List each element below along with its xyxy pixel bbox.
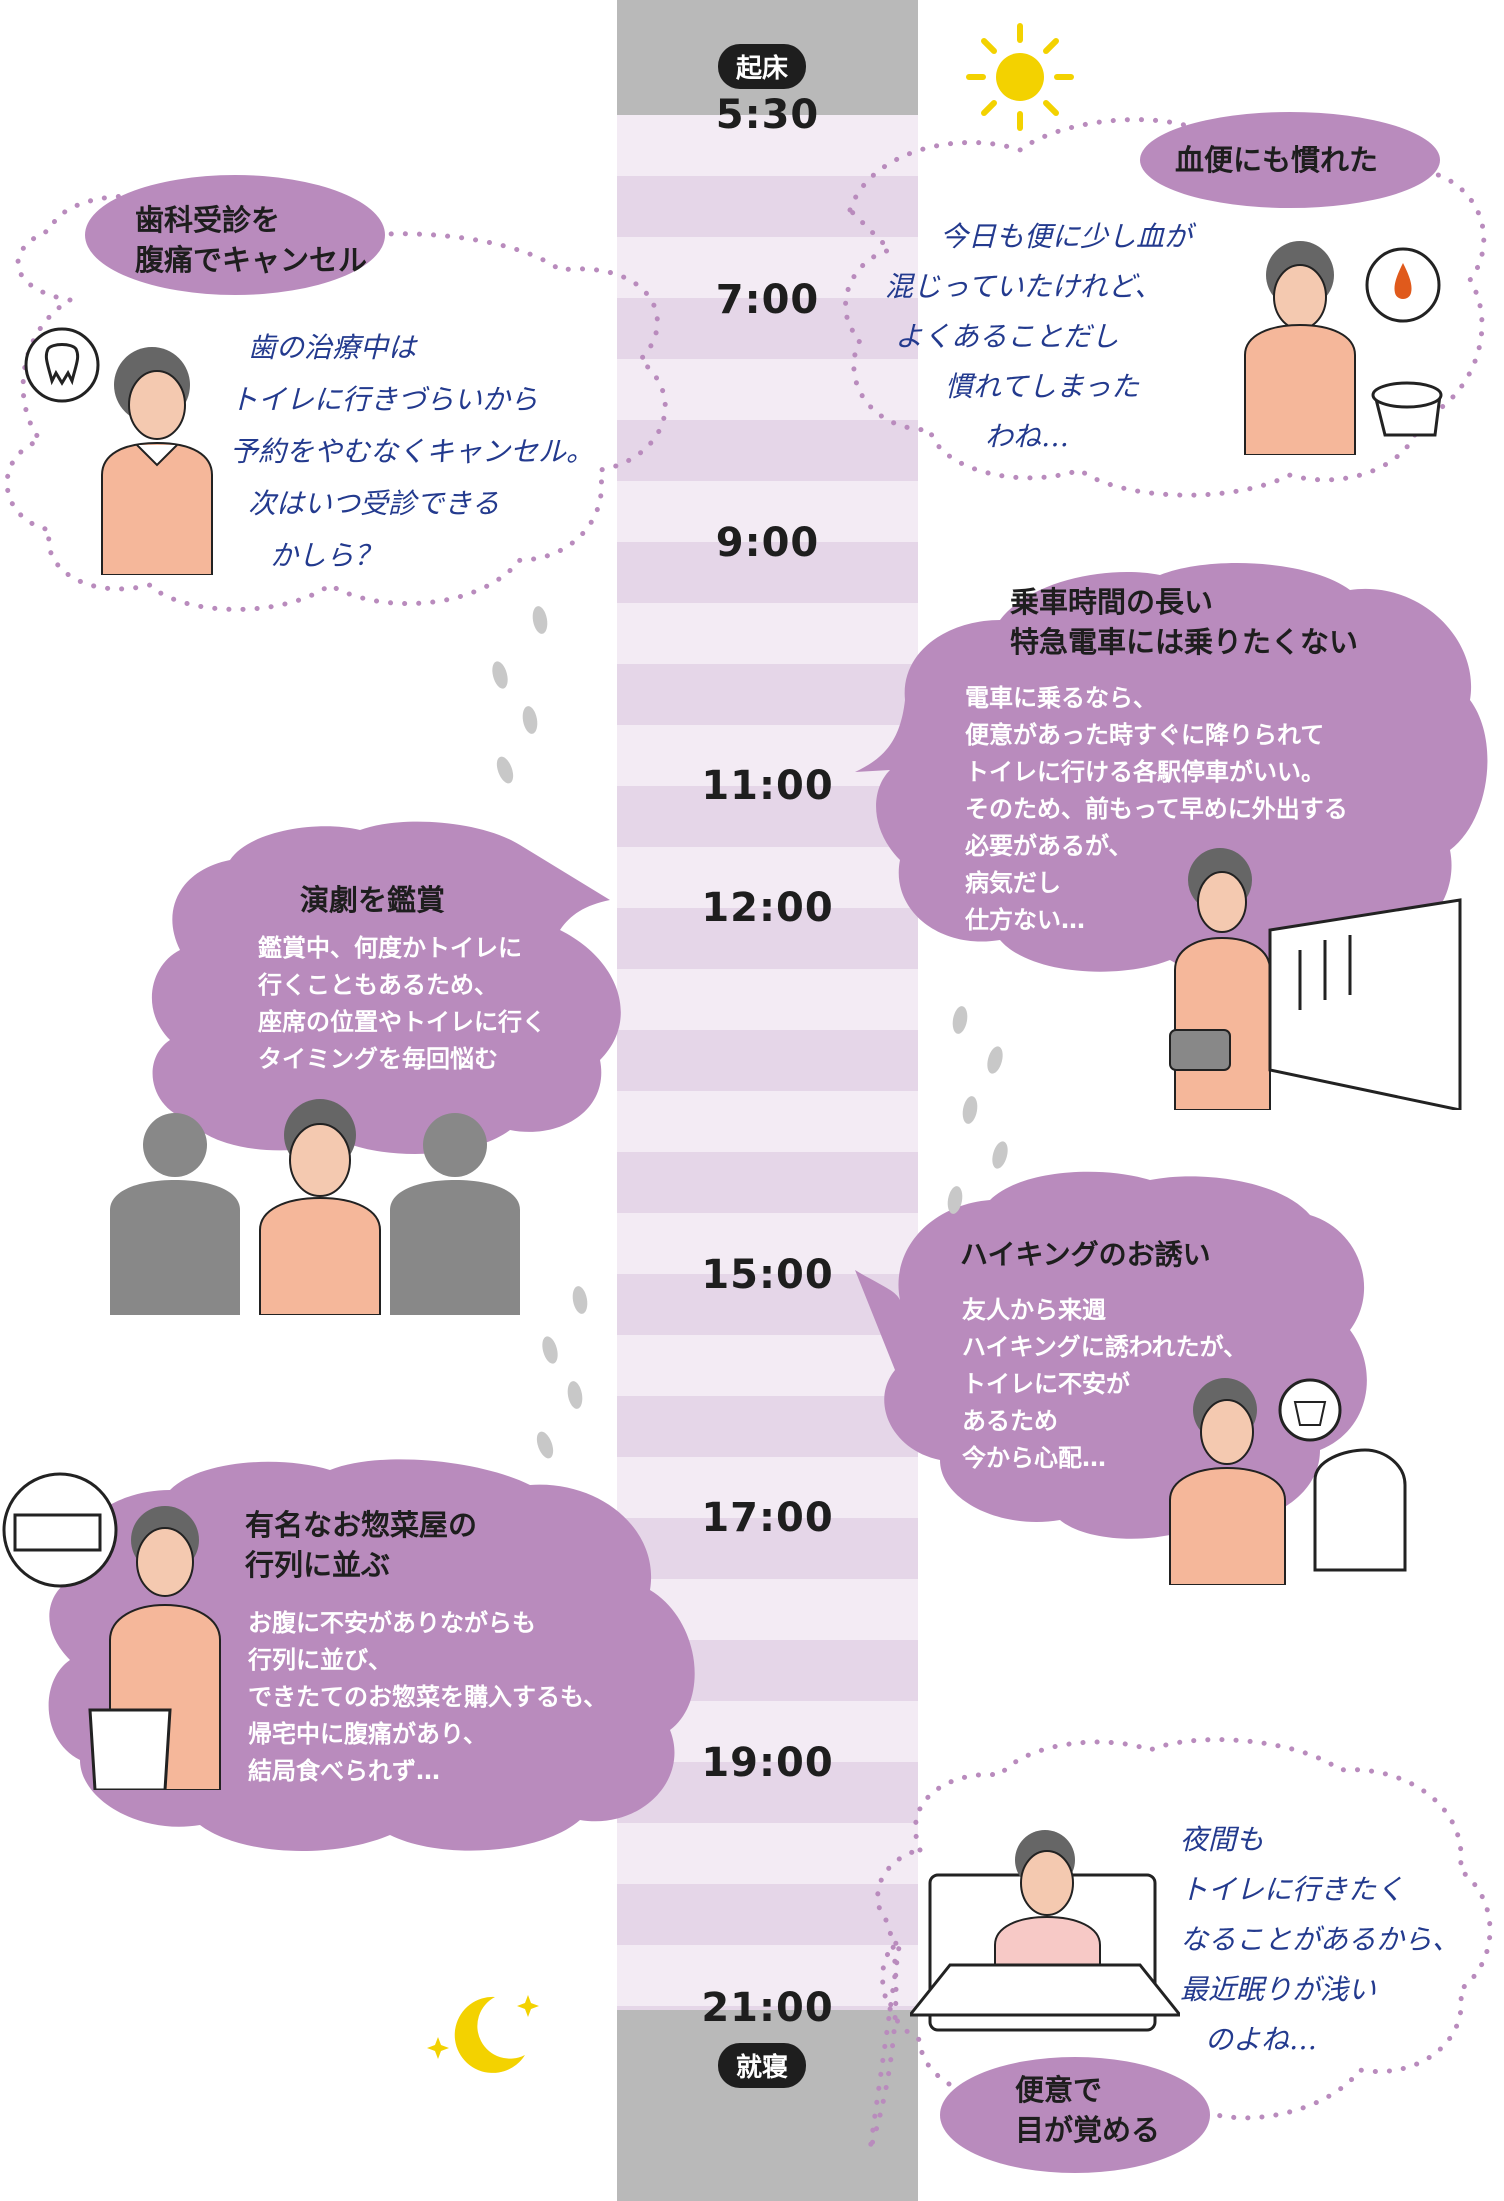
timeline-stripe	[617, 2006, 918, 2010]
time-label: 5:30	[715, 92, 820, 138]
sun-icon	[966, 23, 1074, 131]
blood-drop-icon	[1394, 263, 1412, 299]
toilet-icon	[1293, 1401, 1327, 1426]
event-title: 便意で 目が覚める	[1015, 2073, 1161, 2147]
time-label: 12:00	[701, 885, 834, 931]
timeline-stripe	[617, 1945, 918, 2006]
event-body: 電車に乗るなら、便意があった時すぐに降りられてトイレに行ける各駅停車がいい。その…	[965, 684, 1348, 934]
timeline-stripe	[617, 664, 918, 725]
timeline-stripe	[617, 1213, 918, 1274]
time-label: 21:00	[701, 1985, 834, 2031]
timeline-stripe	[617, 786, 918, 847]
timeline-stripe	[617, 1335, 918, 1396]
time-label: 17:00	[701, 1495, 834, 1541]
event-body: お腹に不安がありながらも行列に並び、できたてのお惣菜を購入するも、帰宅中に腹痛が…	[248, 1609, 608, 1785]
title-blob	[85, 175, 385, 295]
timeline-stripe	[617, 1823, 918, 1884]
event-body: 歯の治療中はトイレに行きづらいから予約をやむなくキャンセル。次はいつ受診できるか…	[230, 331, 595, 572]
event-body: 今日も便に少し血が混じっていたけれど、よくあることだし慣れてしまったわね…	[885, 220, 1193, 453]
tooth-icon	[44, 343, 80, 386]
timeline-stripe	[617, 908, 918, 969]
timeline-stripe	[617, 1457, 918, 1518]
footprints-icon	[492, 606, 548, 784]
woman-hiking-illustration	[1169, 1378, 1407, 1585]
event-title: 演劇を鑑賞	[300, 883, 446, 917]
event-title: 有名なお惣菜屋の 行列に並ぶ	[245, 1508, 478, 1582]
thought-cloud	[867, 1737, 1493, 2151]
event-title: 乗車時間の長い 特急電車には乗りたくない	[1010, 585, 1359, 659]
timeline-stripe	[617, 1091, 918, 1152]
timeline-stripe	[617, 542, 918, 603]
time-label: 7:00	[715, 277, 820, 323]
speech-cloud	[855, 563, 1488, 980]
time-label: 9:00	[715, 520, 820, 566]
timeline-stripe	[617, 725, 918, 786]
timeline-stripe	[617, 969, 918, 1030]
sleep-label: 就寝	[718, 2043, 807, 2088]
woman-bed-illustration	[910, 1830, 1180, 2032]
event-body: 鑑賞中、何度かトイレに行くこともあるため、座席の位置やトイレに行くタイミングを毎…	[258, 934, 546, 1073]
event-body: 友人から来週ハイキングに誘われたが、トイレに不安があるため今から心配…	[962, 1296, 1248, 1472]
time-label: 15:00	[701, 1252, 834, 1298]
timeline-stripe	[617, 359, 918, 420]
timeline-column	[617, 0, 918, 2201]
event-title: ハイキングのお誘い	[960, 1238, 1211, 1271]
timeline-stripe	[617, 1518, 918, 1579]
food-box-icon	[13, 1513, 102, 1552]
event-title: 血便にも慣れた	[1175, 143, 1379, 177]
timeline-stripe	[617, 298, 918, 359]
timeline-stripe	[617, 237, 918, 298]
event-title: 歯科受診を 腹痛でキャンセル	[135, 203, 368, 277]
thought-cloud	[4, 189, 668, 612]
timeline-stripe	[617, 847, 918, 908]
speech-cloud	[151, 821, 621, 1154]
timeline-stripe	[617, 115, 918, 176]
moon-icon	[427, 1995, 539, 2073]
timeline-stripe	[617, 1396, 918, 1457]
footprints-icon	[947, 1006, 1008, 1214]
thought-cloud	[843, 117, 1487, 498]
title-blob	[940, 2057, 1210, 2173]
timeline-stripe	[617, 420, 918, 481]
event-body: 夜間もトイレに行きたくなることがあるから、最近眠りが浅いのよね…	[1180, 1823, 1461, 2056]
timeline-stripe	[617, 603, 918, 664]
time-label: 19:00	[701, 1740, 834, 1786]
timeline-stripe	[617, 1030, 918, 1091]
woman-shopping-illustration	[2, 1472, 221, 1790]
woman-train-illustration	[1169, 848, 1462, 1110]
woman-phone-illustration	[24, 327, 213, 575]
wake-label: 起床	[718, 44, 807, 89]
title-blob	[1140, 112, 1440, 208]
woman-toilet-illustration	[1244, 241, 1443, 455]
timeline-stripe	[617, 1884, 918, 1945]
timeline-stripe	[617, 481, 918, 542]
theater-audience-illustration	[110, 1099, 520, 1315]
timeline-stripe	[617, 1152, 918, 1213]
timeline-stripe	[617, 176, 918, 237]
footprints-icon	[536, 1286, 588, 1459]
time-label: 11:00	[701, 763, 834, 809]
backpack-icon	[1313, 1448, 1407, 1572]
